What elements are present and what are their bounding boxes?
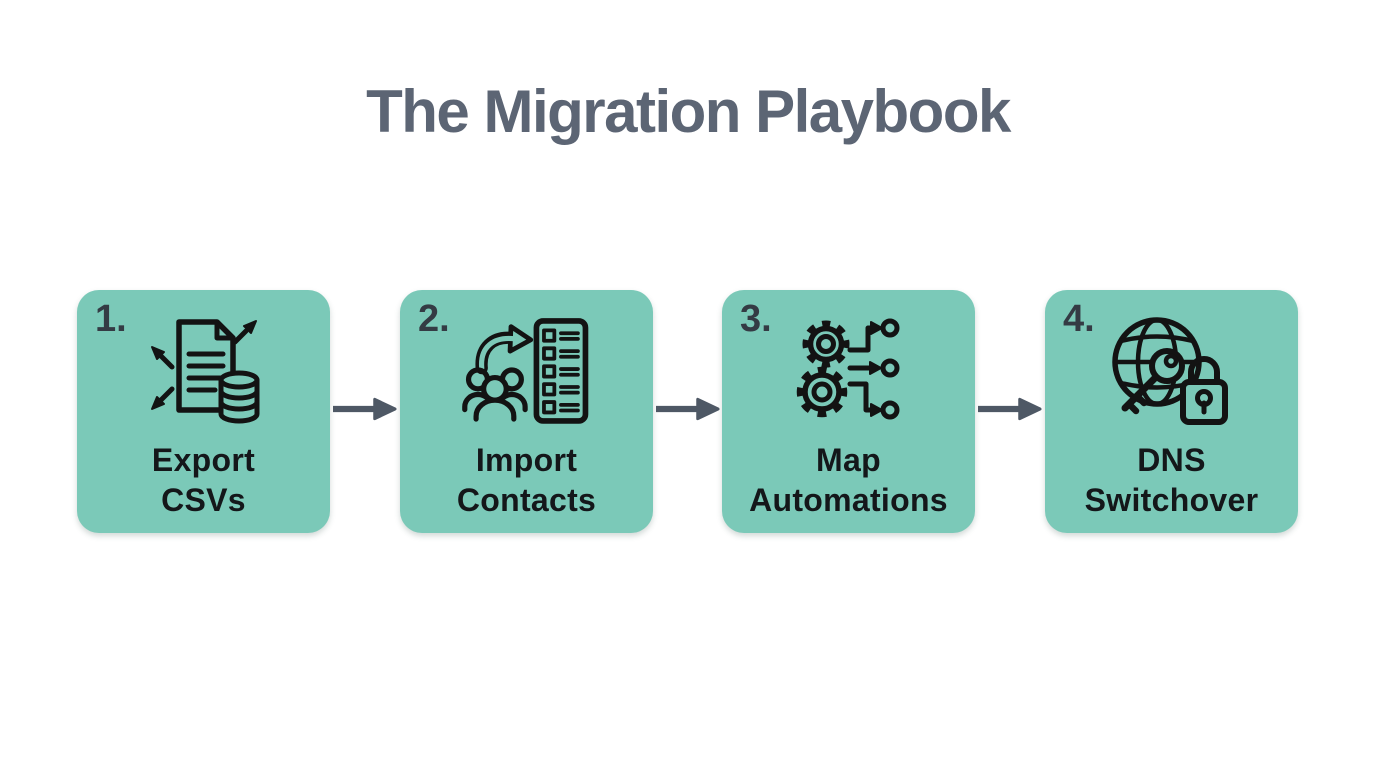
step-icon-area (1045, 308, 1298, 432)
step-number: 1. (95, 298, 127, 340)
export-csvs-icon (150, 319, 259, 424)
dns-switchover-icon (1111, 317, 1228, 425)
step-label-line: DNS (1137, 442, 1206, 478)
step-card-dns-switchover: 4. DNS (1045, 290, 1298, 533)
step-label-line: Automations (749, 482, 948, 518)
step-label: DNS Switchover (1045, 440, 1298, 520)
step-icon-area (400, 308, 653, 432)
step-label-line: Export (151, 442, 256, 478)
diagram-title: The Migration Playbook (366, 78, 1011, 145)
step-label: Map Automations (722, 440, 975, 520)
step-icon-area (77, 308, 330, 432)
step-label: Export CSVs (77, 440, 330, 520)
import-contacts-icon (461, 318, 588, 424)
step-icon-area (722, 308, 975, 432)
step-label-line: Map (816, 442, 881, 478)
right-arrow-icon (656, 397, 720, 421)
step-number: 3. (740, 298, 772, 340)
step-number: 2. (418, 298, 450, 340)
step-number: 4. (1063, 298, 1095, 340)
step-card-map-automations: 3. (722, 290, 975, 533)
step-label: Import Contacts (400, 440, 653, 520)
right-arrow-icon (333, 397, 397, 421)
right-arrow-icon (978, 397, 1042, 421)
map-automations-icon (796, 318, 899, 420)
step-label-line: Contacts (456, 482, 597, 518)
step-label-line: CSVs (161, 482, 246, 518)
step-card-export-csvs: 1. (77, 290, 330, 533)
step-label-line: Switchover (1084, 482, 1259, 518)
step-label-line: Import (475, 442, 578, 478)
step-card-import-contacts: 2. (400, 290, 653, 533)
